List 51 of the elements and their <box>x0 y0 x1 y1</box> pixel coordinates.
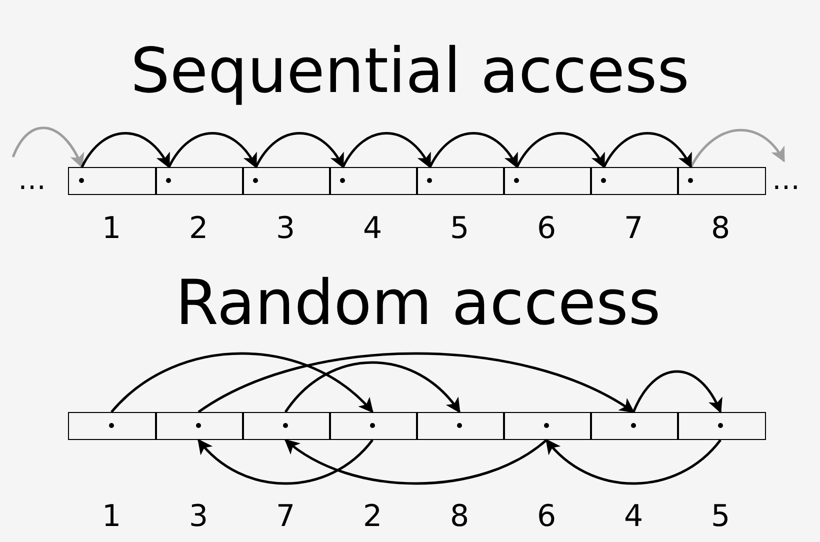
arrow <box>690 129 786 168</box>
memory-cell <box>242 167 330 195</box>
cell-index-number: 5 <box>448 212 470 246</box>
memory-cell <box>68 167 156 195</box>
arrow <box>80 132 170 168</box>
cell-index-number: 4 <box>622 500 644 534</box>
cell-index-number: 3 <box>274 212 296 246</box>
cell-index-number: 2 <box>362 500 384 534</box>
cell-index-number: 7 <box>622 212 644 246</box>
memory-cell <box>329 412 418 440</box>
ellipsis: … <box>18 166 46 194</box>
arrow <box>284 361 460 414</box>
cell-index-number: 5 <box>710 500 732 534</box>
arrow <box>198 438 374 485</box>
memory-cell <box>677 167 766 195</box>
memory-cell <box>155 412 244 440</box>
ellipsis: … <box>772 166 800 194</box>
memory-cell <box>503 412 592 440</box>
cell-index-number: 1 <box>100 500 122 534</box>
arrow <box>254 132 344 168</box>
cell-index-number: 6 <box>536 500 558 534</box>
memory-cell <box>329 167 418 195</box>
arrow <box>198 352 635 414</box>
arrow <box>110 352 374 414</box>
cell-index-number: 8 <box>710 212 732 246</box>
memory-cell <box>68 412 156 440</box>
arrow <box>428 132 518 168</box>
memory-cell <box>677 412 766 440</box>
cell-index-number: 8 <box>448 500 470 534</box>
arrow <box>284 439 548 485</box>
cell-index-number: 3 <box>188 500 210 534</box>
cell-index-number: 2 <box>188 212 210 246</box>
cell-index-number: 6 <box>536 212 558 246</box>
arrow <box>602 132 692 168</box>
memory-cell <box>155 167 244 195</box>
memory-cell <box>503 167 592 195</box>
memory-cell <box>242 412 330 440</box>
memory-cell <box>590 167 678 195</box>
arrow <box>516 132 606 168</box>
arrow <box>342 132 432 168</box>
memory-cell <box>416 412 504 440</box>
cell-index-number: 4 <box>362 212 384 246</box>
cell-index-number: 1 <box>100 212 122 246</box>
cell-index-number: 7 <box>274 500 296 534</box>
arrow <box>168 132 258 168</box>
arrow <box>12 126 84 168</box>
section-heading: Random access <box>175 272 661 334</box>
arrow <box>546 438 722 485</box>
memory-cell <box>590 412 678 440</box>
memory-cell <box>416 167 504 195</box>
arrow <box>632 370 722 414</box>
